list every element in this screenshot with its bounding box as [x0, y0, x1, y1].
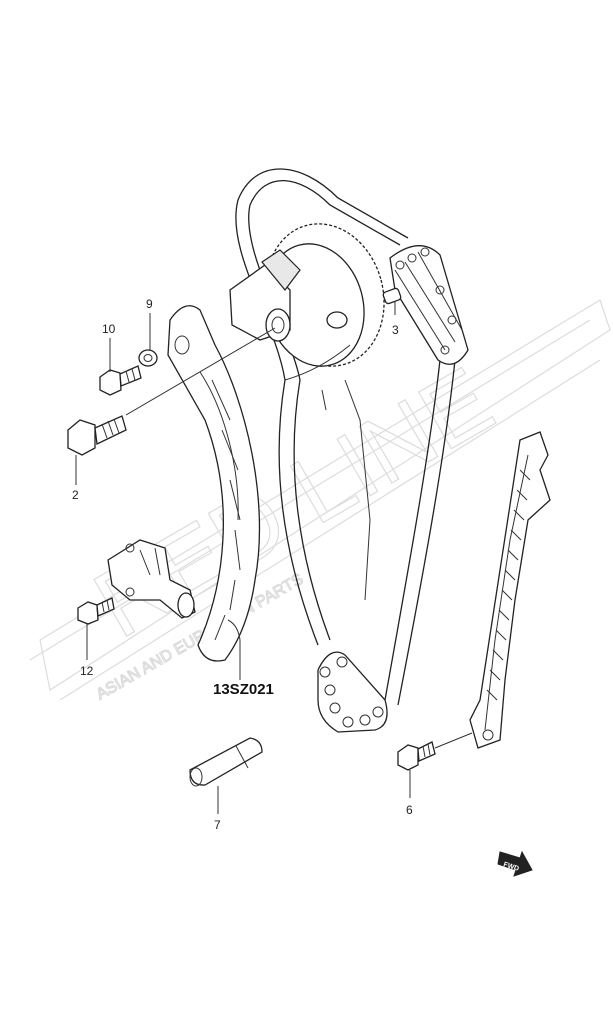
- leader-lines: [75, 302, 411, 814]
- pin-7: [189, 737, 263, 787]
- tensioner-chain-guide: [167, 305, 261, 662]
- dowel-pin: [382, 287, 402, 305]
- bolt-10: [99, 365, 142, 396]
- callout-10: 10: [102, 322, 116, 336]
- fwd-label: FWD: [502, 861, 519, 873]
- bolt-2: [67, 327, 276, 456]
- callout-3: 3: [392, 323, 399, 337]
- chain-links-upper: [389, 245, 469, 365]
- cam-sprocket: [229, 223, 385, 381]
- chain-links-lower: [317, 651, 388, 733]
- callouts: 10 9 3 2 12 6 7: [72, 297, 413, 832]
- fixed-chain-guide: [469, 431, 551, 749]
- callout-12: 12: [80, 664, 94, 678]
- diagram-code: 13SZ021: [213, 681, 274, 698]
- timing-chain: [235, 168, 469, 733]
- bolt-12: [77, 597, 115, 625]
- bolt-6: [397, 732, 473, 771]
- washer-9: [138, 349, 158, 367]
- callout-7: 7: [214, 818, 221, 832]
- fwd-arrow-icon: FWD: [497, 850, 533, 877]
- chain-tensioner-adjuster: [107, 539, 196, 619]
- callout-9: 9: [146, 297, 153, 311]
- callout-2: 2: [72, 488, 79, 502]
- watermark-brand: RED LINE: [78, 347, 510, 658]
- callout-6: 6: [406, 803, 413, 817]
